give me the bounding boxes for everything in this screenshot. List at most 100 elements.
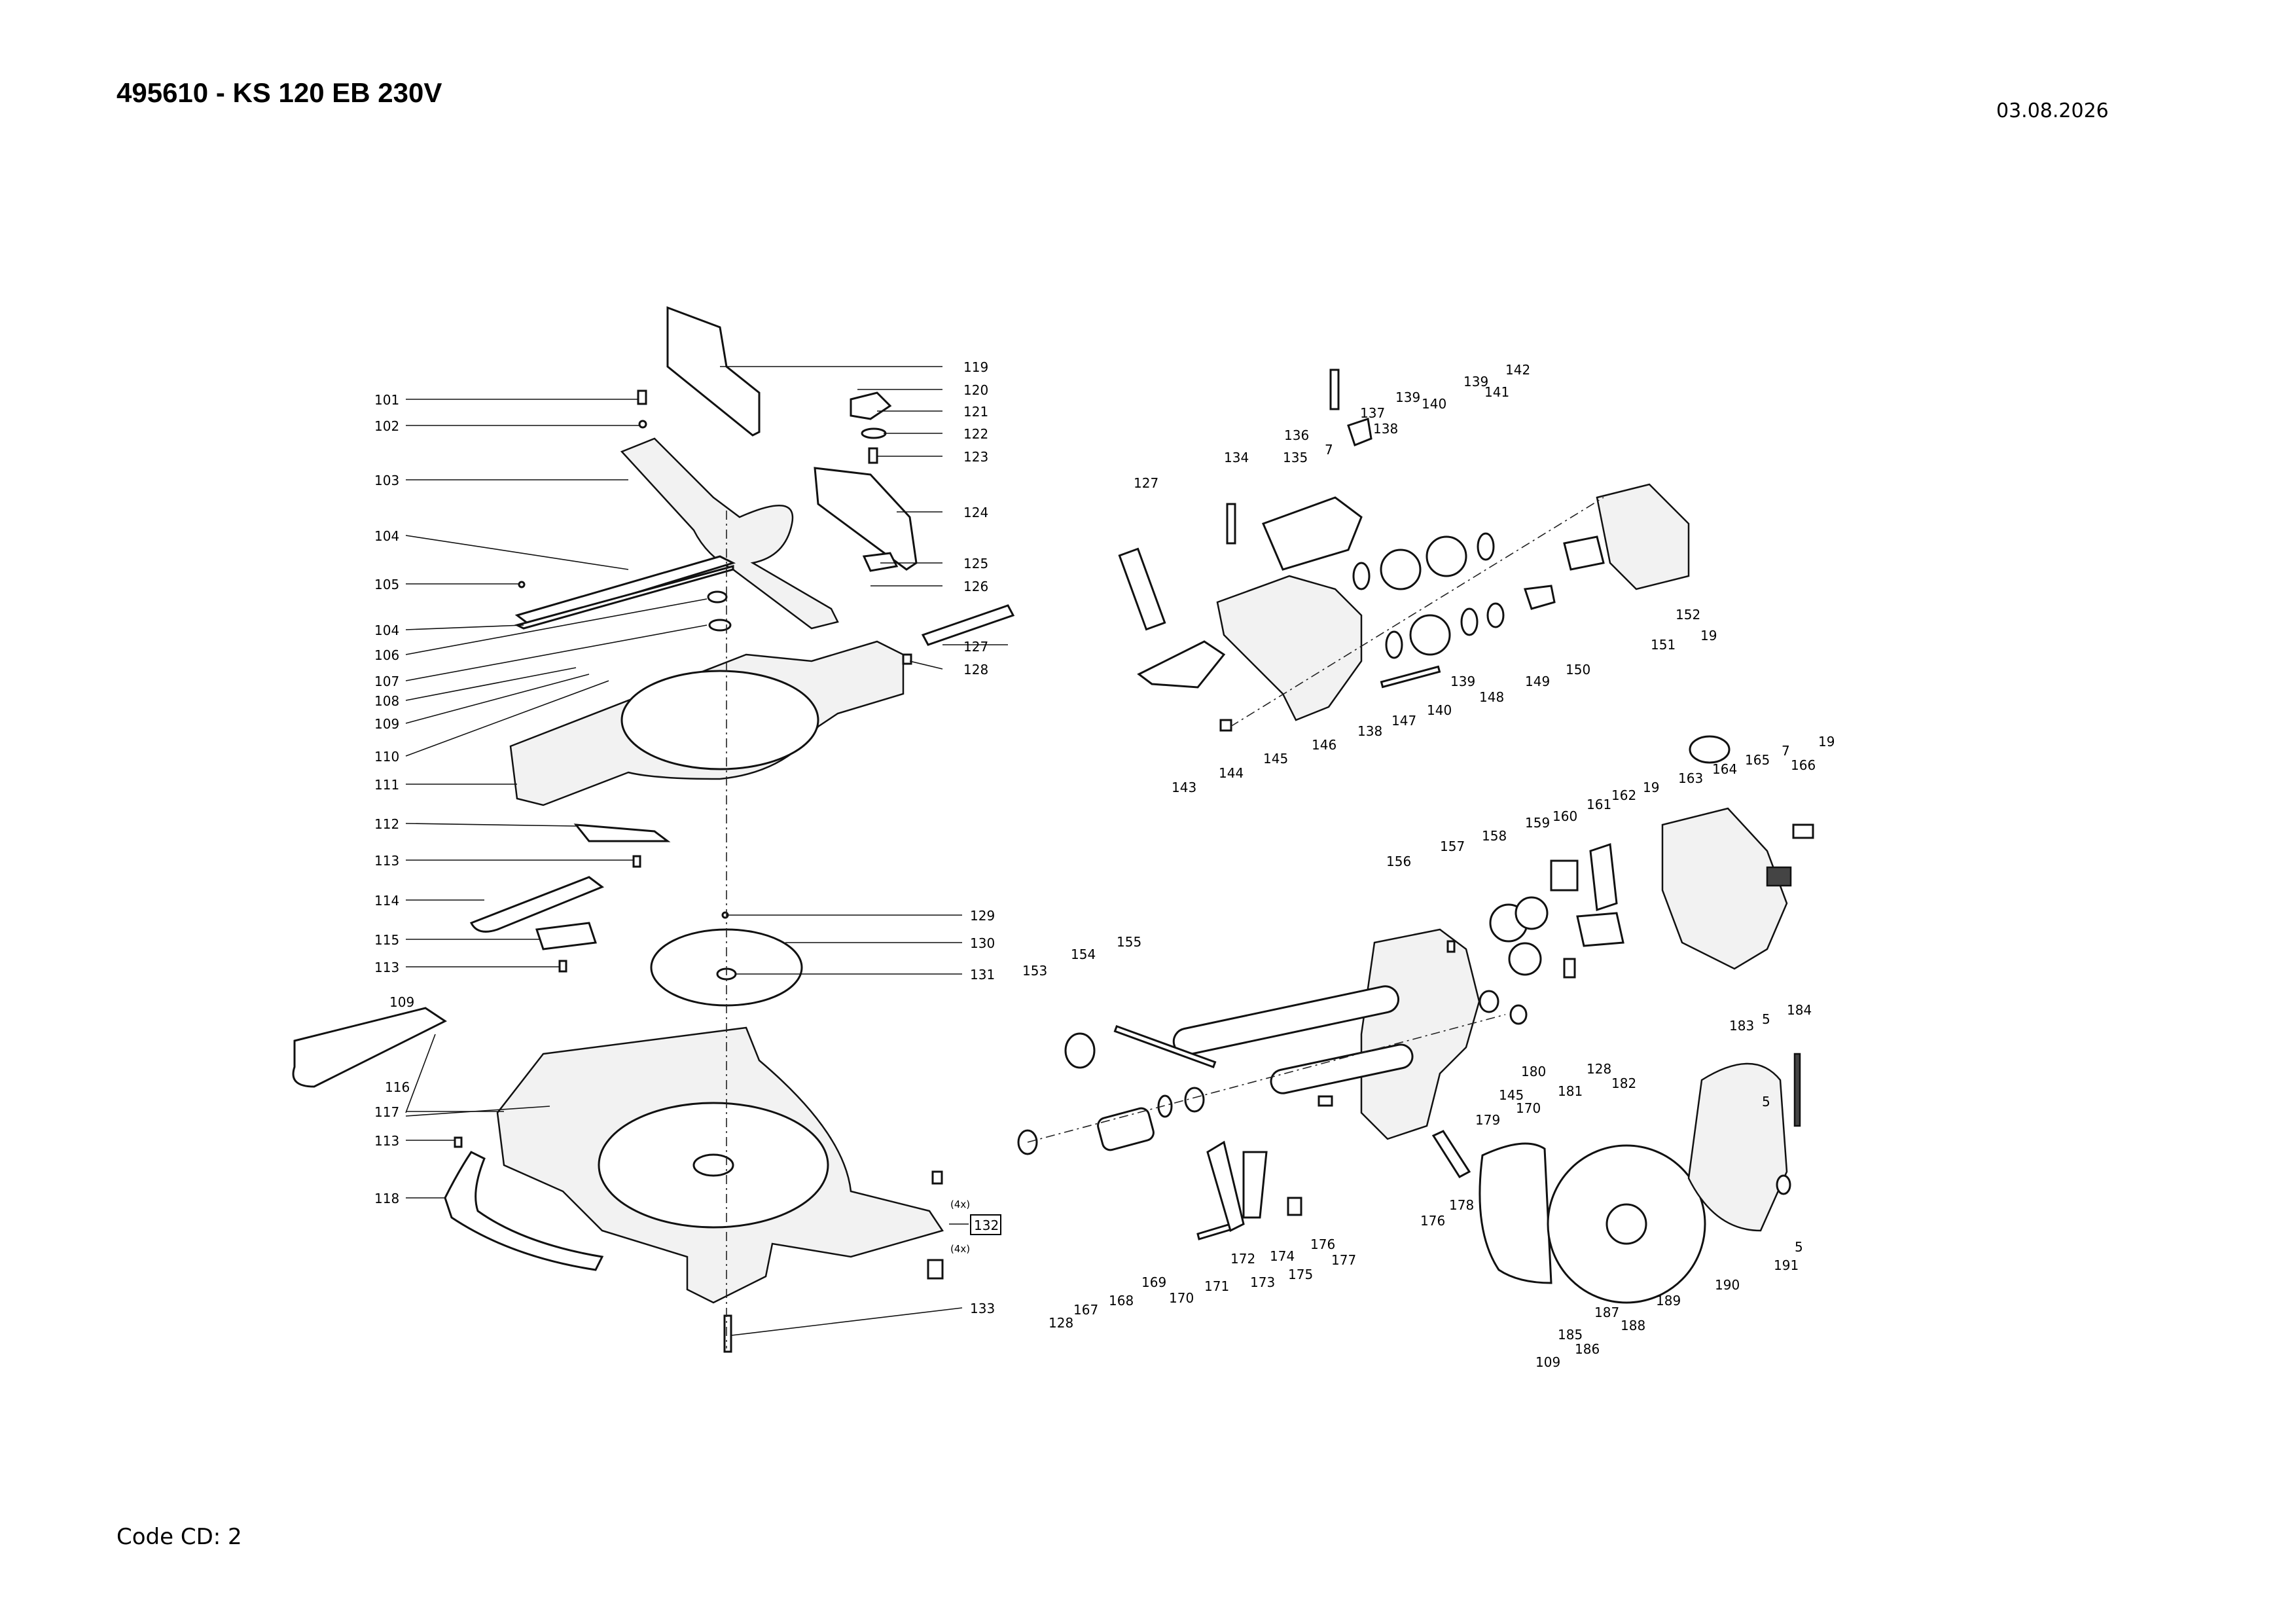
label-107: 107 [374, 674, 399, 689]
label-146: 146 [1312, 737, 1336, 753]
label-190: 190 [1715, 1277, 1740, 1293]
part-160-spring [1550, 859, 1579, 892]
label-145: 145 [1263, 751, 1288, 767]
label-152: 152 [1676, 607, 1700, 623]
label-160: 160 [1552, 808, 1577, 824]
label-19b: 19 [1643, 780, 1659, 795]
part-173-lever [1242, 1151, 1268, 1219]
label-142: 142 [1505, 362, 1530, 378]
label-150: 150 [1566, 662, 1590, 677]
part-117-base-hub [692, 1153, 734, 1177]
label-169: 169 [1141, 1274, 1166, 1290]
label-139: 139 [1395, 389, 1420, 405]
label-139b: 139 [1463, 374, 1488, 389]
part-115-cover [535, 922, 598, 950]
upper-axis-line [1230, 497, 1604, 727]
label-7b: 7 [1782, 743, 1790, 759]
label-140b: 140 [1427, 702, 1452, 718]
label-101: 101 [374, 392, 399, 408]
part-155-rod [1113, 1024, 1217, 1069]
part-125-plate [862, 552, 899, 572]
label-105: 105 [374, 577, 399, 592]
label-156: 156 [1386, 854, 1411, 869]
label-147: 147 [1391, 713, 1416, 729]
label-149: 149 [1525, 674, 1550, 689]
label-185: 185 [1558, 1327, 1583, 1343]
label-5: 5 [1762, 1011, 1770, 1027]
part-144-bushing [1219, 719, 1232, 732]
part-140-bearing-b [1426, 535, 1467, 577]
label-178: 178 [1449, 1197, 1474, 1213]
label-148: 148 [1479, 689, 1504, 705]
label-7: 7 [1325, 442, 1333, 458]
part-147-pin [1380, 665, 1441, 689]
part-119-fence [666, 306, 761, 437]
label-128b: 128 [1049, 1315, 1073, 1331]
part-105-pin [518, 581, 526, 588]
label-130: 130 [970, 935, 995, 951]
label-157: 157 [1440, 839, 1465, 854]
label-132: 132 [974, 1218, 999, 1233]
label-188: 188 [1621, 1318, 1645, 1333]
label-186: 186 [1575, 1341, 1600, 1357]
label-120: 120 [963, 382, 988, 398]
label-173: 173 [1250, 1274, 1275, 1290]
part-116-extension [292, 1007, 447, 1088]
label-162: 162 [1611, 787, 1636, 803]
part-104-slide-bar [514, 555, 736, 626]
label-172: 172 [1230, 1251, 1255, 1267]
part-127-rod-upper [1118, 547, 1166, 631]
part-191-washer [1776, 1174, 1791, 1195]
part-163-knob [1689, 735, 1731, 764]
part-162-plate [1576, 912, 1624, 947]
part-156-rail-lower [1270, 1043, 1414, 1094]
part-177-plug [1318, 1095, 1333, 1107]
part-104-slide-bar-lower [514, 565, 734, 630]
label-109b: 109 [389, 994, 414, 1010]
label-5c: 5 [1762, 1094, 1770, 1110]
label-138b: 138 [1357, 723, 1382, 739]
label-151: 151 [1651, 637, 1676, 653]
part-139-ring-d [1460, 607, 1479, 636]
part-136-screw [1329, 369, 1340, 410]
part-128-screw [902, 653, 912, 665]
part-121-clamp [850, 391, 892, 420]
part-139-ring-b [1477, 532, 1495, 561]
label-155: 155 [1117, 934, 1141, 950]
label-134: 134 [1224, 450, 1249, 465]
label-128c: 128 [1587, 1061, 1611, 1077]
part-149-clip [1523, 585, 1556, 610]
label-176: 176 [1310, 1236, 1335, 1252]
label-189: 189 [1656, 1293, 1681, 1308]
part-165-switch [1766, 866, 1792, 887]
label-127: 127 [963, 639, 988, 655]
part-158-gear-b [1515, 896, 1549, 930]
label-116: 116 [385, 1079, 410, 1095]
part-151-bracket [1596, 483, 1690, 590]
label-158: 158 [1482, 828, 1507, 844]
label-154: 154 [1071, 947, 1096, 962]
part-175-spring [1287, 1197, 1302, 1216]
label-184: 184 [1787, 1002, 1812, 1018]
part-123-pin [868, 447, 878, 464]
part-134-stud [1226, 503, 1236, 545]
part-158-gear-c [1508, 942, 1542, 976]
code-cd-label: Code CD: 2 [117, 1524, 242, 1550]
part-number-labels: 119 120 121 122 123 124 125 126 127 128 … [374, 359, 1835, 1370]
label-113b: 113 [374, 960, 399, 975]
label-128: 128 [963, 662, 988, 677]
label-181: 181 [1558, 1083, 1583, 1099]
label-180: 180 [1521, 1064, 1546, 1079]
label-166: 166 [1791, 757, 1816, 773]
lower-right-assembly [1017, 735, 1814, 1304]
label-119: 119 [963, 359, 988, 375]
label-191: 191 [1774, 1257, 1799, 1273]
label-104: 104 [374, 528, 399, 544]
part-140-bearing-c [1409, 614, 1451, 656]
part-127-rod [921, 604, 1015, 646]
part-113-screw [632, 855, 641, 868]
part-156-slide-housing [1360, 928, 1480, 1140]
label-138: 138 [1373, 421, 1398, 437]
part-148-ring [1486, 602, 1505, 628]
